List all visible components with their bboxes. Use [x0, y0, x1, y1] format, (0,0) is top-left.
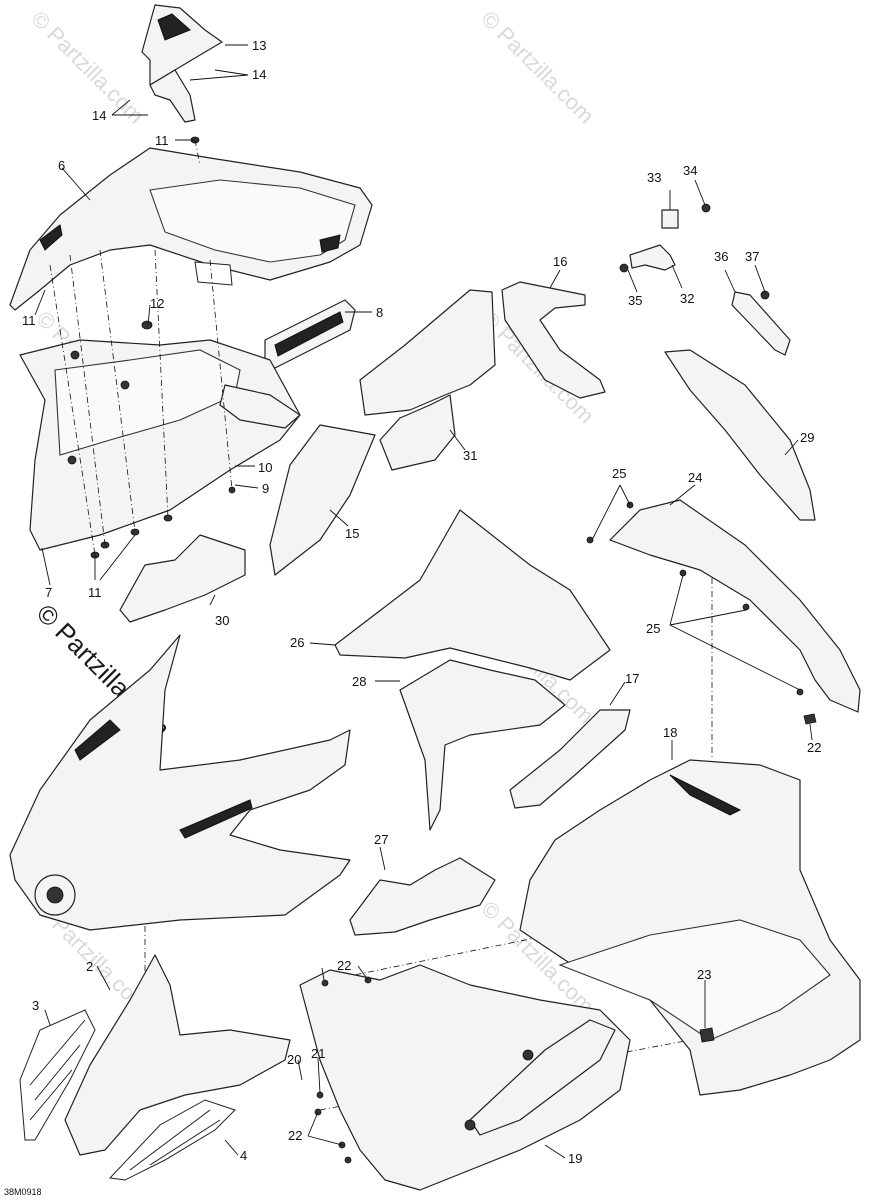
- callout-4: 4: [240, 1148, 247, 1163]
- callout-21: 21: [311, 1046, 325, 1061]
- callout-7: 7: [45, 585, 52, 600]
- part-6-upper-shroud: [9, 147, 373, 311]
- callout-27: 27: [374, 832, 388, 847]
- callout-22b: 22: [337, 958, 351, 973]
- callout-labels: 13 14 14 11 6 11 12 8 10 9 7 11 30 15 31…: [22, 38, 821, 1166]
- callout-8: 8: [376, 305, 383, 320]
- part-4-grille: [108, 1099, 236, 1181]
- part-28-panel: [399, 659, 566, 831]
- callout-29: 29: [800, 430, 814, 445]
- part-31-panel: [359, 289, 496, 471]
- callout-11a: 11: [155, 133, 169, 148]
- callout-26: 26: [290, 635, 304, 650]
- part-26-panel: [334, 509, 611, 681]
- drawing-code: 38M0918: [4, 1187, 42, 1197]
- callout-33: 33: [647, 170, 661, 185]
- callout-15: 15: [345, 526, 359, 541]
- part-24-side-trim: [586, 499, 861, 725]
- callout-32: 32: [680, 291, 694, 306]
- watermark-2: © Partzilla.com: [476, 6, 599, 129]
- callout-17: 17: [625, 671, 639, 686]
- callout-22c: 22: [288, 1128, 302, 1143]
- part-17-panel: [509, 709, 631, 809]
- watermark-1: © Partzilla.com: [26, 6, 149, 129]
- part-8-vent: [264, 299, 356, 369]
- part-2-lower-panel: [64, 954, 291, 1156]
- callout-19: 19: [568, 1151, 582, 1166]
- callout-25b: 25: [646, 621, 660, 636]
- callout-9: 9: [262, 481, 269, 496]
- part-7-lower-shroud: [19, 339, 301, 551]
- part-30-panel: [119, 534, 246, 623]
- part-3-grille: [19, 1009, 96, 1141]
- part-16-panel: [501, 281, 606, 399]
- callout-6: 6: [58, 158, 65, 173]
- callout-23: 23: [697, 967, 711, 982]
- part-29-panel: [664, 349, 816, 521]
- callout-34: 34: [683, 163, 697, 178]
- part-15-panel: [269, 424, 376, 576]
- callout-36: 36: [714, 249, 728, 264]
- fasteners-11: [90, 136, 236, 559]
- part-36-strap: [731, 290, 791, 356]
- callout-24: 24: [688, 470, 702, 485]
- part-19-lower-panel: [299, 964, 715, 1191]
- callout-2: 2: [86, 959, 93, 974]
- callout-20: 20: [287, 1052, 301, 1067]
- callout-28: 28: [352, 674, 366, 689]
- callout-11b: 11: [22, 313, 36, 328]
- callout-31: 31: [463, 448, 477, 463]
- part-hood-front: [9, 634, 351, 931]
- callout-30: 30: [215, 613, 229, 628]
- callout-12: 12: [150, 296, 164, 311]
- part-32-bracket: [619, 203, 711, 273]
- callout-10: 10: [258, 460, 272, 475]
- callout-18: 18: [663, 725, 677, 740]
- leader-lines: [34, 44, 813, 1159]
- callout-25a: 25: [612, 466, 626, 481]
- callout-14b: 14: [92, 108, 106, 123]
- callout-35: 35: [628, 293, 642, 308]
- callout-22a: 22: [807, 740, 821, 755]
- part-13-upper-trim: [141, 4, 223, 123]
- callout-11c: 11: [88, 585, 102, 600]
- callout-16: 16: [553, 254, 567, 269]
- callout-3: 3: [32, 998, 39, 1013]
- callout-13: 13: [252, 38, 266, 53]
- callout-37: 37: [745, 249, 759, 264]
- part-27-panel: [349, 857, 496, 936]
- part-18-side-panel: [519, 759, 861, 1096]
- callout-14a: 14: [252, 67, 266, 82]
